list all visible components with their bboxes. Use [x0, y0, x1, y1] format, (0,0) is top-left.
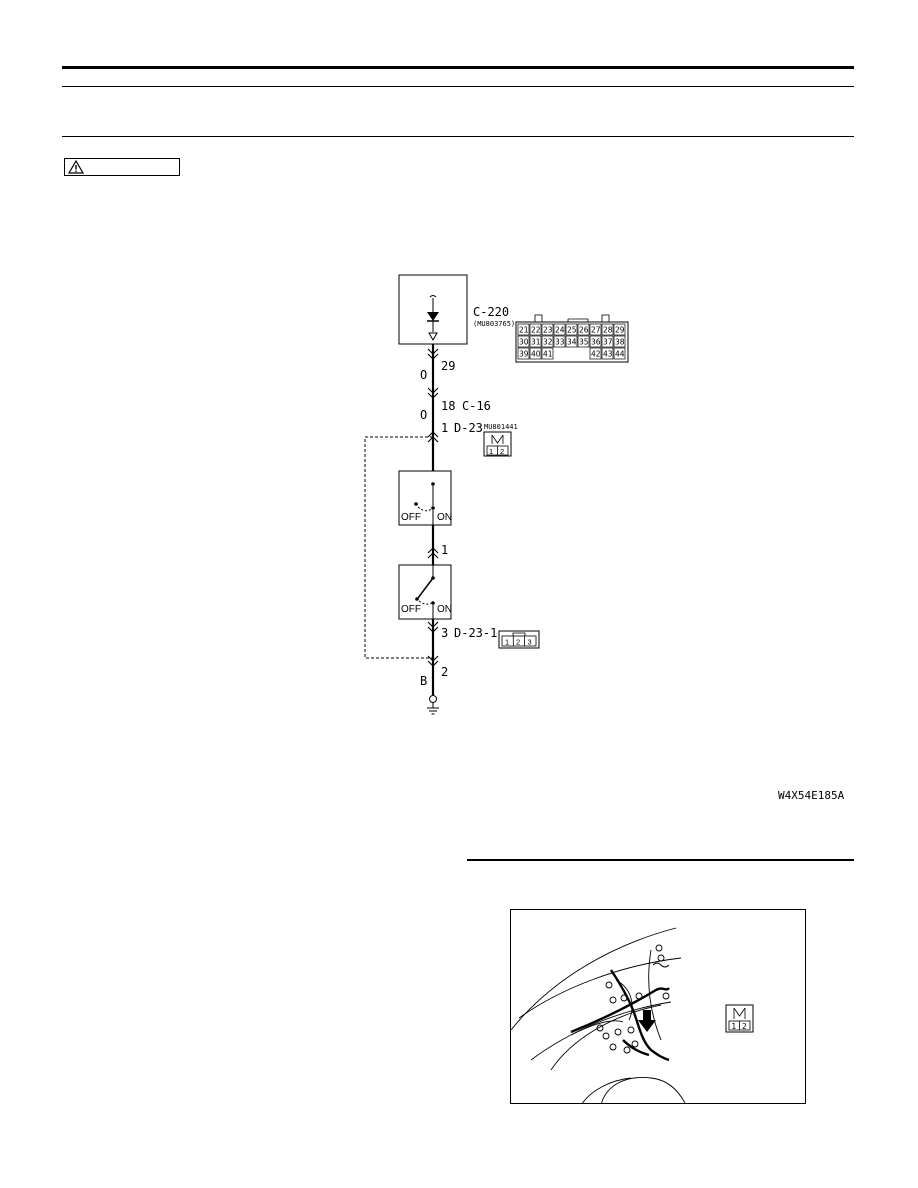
c220-pin-cell: [553, 335, 566, 348]
c220-pin-cell: [601, 335, 614, 348]
c220-pin-36: 36: [591, 338, 601, 347]
d23-pin-1: 1: [489, 447, 493, 456]
upper-switch-contacts: [414, 482, 435, 525]
d231-pin-3: 3: [528, 638, 532, 647]
location-section-rule: [467, 859, 854, 861]
c220-id-label: C-220: [473, 305, 509, 319]
c220-pin-42: 42: [591, 350, 601, 359]
d23-connector-face: 1 2: [483, 431, 512, 457]
d231-pin-2: 2: [516, 638, 520, 647]
location-pin-2: 2: [742, 1022, 747, 1031]
diode-icon: [427, 295, 439, 342]
c220-pin-cell: [529, 323, 542, 336]
d231-pin-1: 1: [505, 638, 509, 647]
c220-pin-33: 33: [555, 338, 565, 347]
c220-pin-cell: [613, 335, 626, 348]
c220-pin-cell: [577, 335, 590, 348]
c220-pin-cell: [553, 323, 566, 336]
c220-pin-cell: [529, 347, 542, 360]
section-rule-top: [62, 86, 854, 87]
c220-pin-cell: [589, 335, 602, 348]
c220-pin-43: 43: [603, 350, 613, 359]
wire-color-middle: O: [420, 408, 427, 422]
section-rule-bottom: [62, 136, 854, 137]
ground-icon: [427, 695, 439, 715]
c220-pin-38: 38: [615, 338, 625, 347]
c220-pin-40: 40: [531, 350, 541, 359]
c220-pin-32: 32: [543, 338, 553, 347]
vehicle-harness-illustration: 1 2: [511, 927, 754, 1103]
d23-id-label: D-23: [454, 421, 483, 435]
location-pin-1: 1: [732, 1022, 737, 1031]
d23-part-label: MU801441: [484, 423, 518, 431]
c220-pin-cell: [529, 335, 542, 348]
c220-pin-37: 37: [603, 338, 613, 347]
c220-pin-25: 25: [567, 326, 577, 335]
c220-pin-35: 35: [579, 338, 589, 347]
upper-switch-off-label: OFF: [401, 512, 421, 523]
c220-pin-28: 28: [603, 326, 613, 335]
connector-location-view: 1 2: [510, 909, 806, 1104]
c220-pin-cell: [589, 323, 602, 336]
c220-pin-34: 34: [567, 338, 577, 347]
upper-switch-on-label: ON: [437, 512, 452, 523]
c16-id-label: C-16: [462, 399, 491, 413]
c220-pin-cell: [541, 335, 554, 348]
caution-box: [64, 158, 180, 176]
upper-switch-box: [398, 470, 452, 526]
header-rule: [62, 66, 854, 69]
figure-code: W4X54E185A: [778, 789, 845, 802]
switch-link-dashed: [364, 436, 433, 659]
connector-chevrons: [427, 348, 439, 667]
location-connector-face: 1 2: [725, 1004, 754, 1033]
warning-icon: [68, 160, 84, 174]
c220-pin-cell: [577, 323, 590, 336]
c220-pin-cell: [589, 347, 602, 360]
c220-pin-39: 39: [519, 350, 529, 359]
c16-pin-label: 18: [441, 399, 455, 413]
wire-color-upper: O: [420, 368, 427, 382]
d231-id-label: D-23-1: [454, 626, 497, 640]
location-arrow-icon: [638, 1010, 656, 1032]
wire-color-ground: B: [420, 674, 427, 688]
c220-pin-cell: [541, 323, 554, 336]
c220-pin-23: 23: [543, 326, 553, 335]
c220-pin-cell: [565, 335, 578, 348]
c220-pin-cell: [541, 347, 554, 360]
c220-pin-22: 22: [531, 326, 541, 335]
c220-pin-41: 41: [543, 350, 553, 359]
c220-pin-27: 27: [591, 326, 601, 335]
d231-pin-label: 3: [441, 626, 448, 640]
c220-pin-29: 29: [615, 326, 625, 335]
c220-pin-26: 26: [579, 326, 589, 335]
lower-switch-off-label: OFF: [401, 604, 421, 615]
c220-pin-24: 24: [555, 326, 565, 335]
c220-pin-21: 21: [519, 326, 529, 335]
c220-pin-label: 29: [441, 359, 455, 373]
c220-pin-44: 44: [615, 350, 625, 359]
c220-pin-cell: [517, 347, 530, 360]
d23-pin-label: 1: [441, 421, 448, 435]
lower-switch-box: [398, 564, 452, 620]
c220-pin-cell: [517, 323, 530, 336]
c220-pin-cell: [601, 347, 614, 360]
d231-connector-face: 1 2 3: [498, 630, 540, 649]
c220-pin-30: 30: [519, 338, 529, 347]
c220-pin-31: 31: [531, 338, 541, 347]
lower-switch-on-label: ON: [437, 604, 452, 615]
c220-pin-cell: [565, 323, 578, 336]
d23-pin-2: 2: [500, 447, 504, 456]
c220-pin-cell: [517, 335, 530, 348]
lower-switch-contacts: [415, 565, 435, 619]
c220-part-label: (MU803765): [473, 320, 515, 328]
c220-pin-cell: [613, 347, 626, 360]
switch-mid-pin-label: 1: [441, 543, 448, 557]
c220-pin-cell: [613, 323, 626, 336]
c220-pin-cell: [601, 323, 614, 336]
ground-pin-label: 2: [441, 665, 448, 679]
